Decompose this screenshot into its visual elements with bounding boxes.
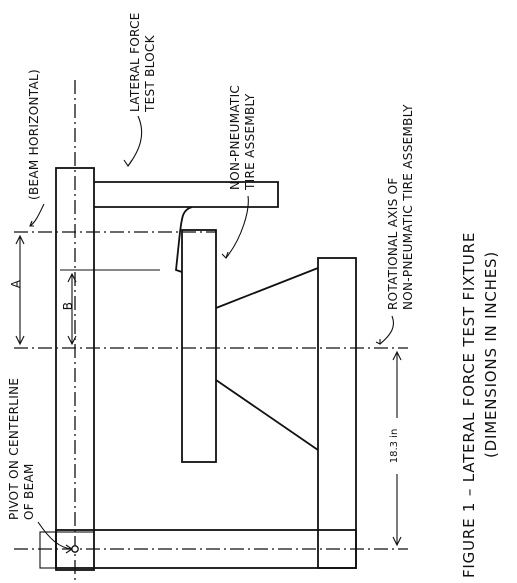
tire-spoke-upper [215,267,319,309]
rotational-axis-label-line1: ROTATIONAL AXIS OF [386,177,400,310]
lateral-force-test-block [94,181,279,208]
pivot-box [39,531,95,569]
beam-horizontal-leader [29,203,45,227]
tire-assembly-leader [225,195,249,259]
pivot-label-line1: PIVOT ON CENTERLINE [7,378,21,520]
tire-spoke-lower [215,379,319,451]
caption-subtitle: (DIMENSIONS IN INCHES) [482,251,500,458]
dimension-a-label: A [9,279,23,288]
dimension-b-label: B [61,302,75,311]
lateral-force-label-line2: TEST BLOCK [143,34,157,113]
tire-support-bar [317,257,357,569]
tire-hub [181,229,217,463]
rotational-axis-leader [379,315,395,345]
tire-assembly-label-line2: TIRE ASSEMBLY [243,93,257,191]
distance-label: 18.3 in [389,429,400,464]
tire-assembly-label-line1: NON-PNEUMATIC [228,85,242,190]
beam-horizontal-label: (BEAM HORIZONTAL) [27,69,41,200]
pivot-label-line2: OF BEAM [22,463,36,520]
rotational-axis-label-line2: NON-PNEUMATIC TIRE ASSEMBLY [401,104,415,310]
block-contact-link [175,206,193,273]
caption-title: FIGURE 1 – LATERAL FORCE TEST FIXTURE [460,232,478,578]
pivot-leader [37,521,73,550]
lateral-force-label-line1: LATERAL FORCE [128,12,142,112]
lateral-force-leader [127,115,143,167]
